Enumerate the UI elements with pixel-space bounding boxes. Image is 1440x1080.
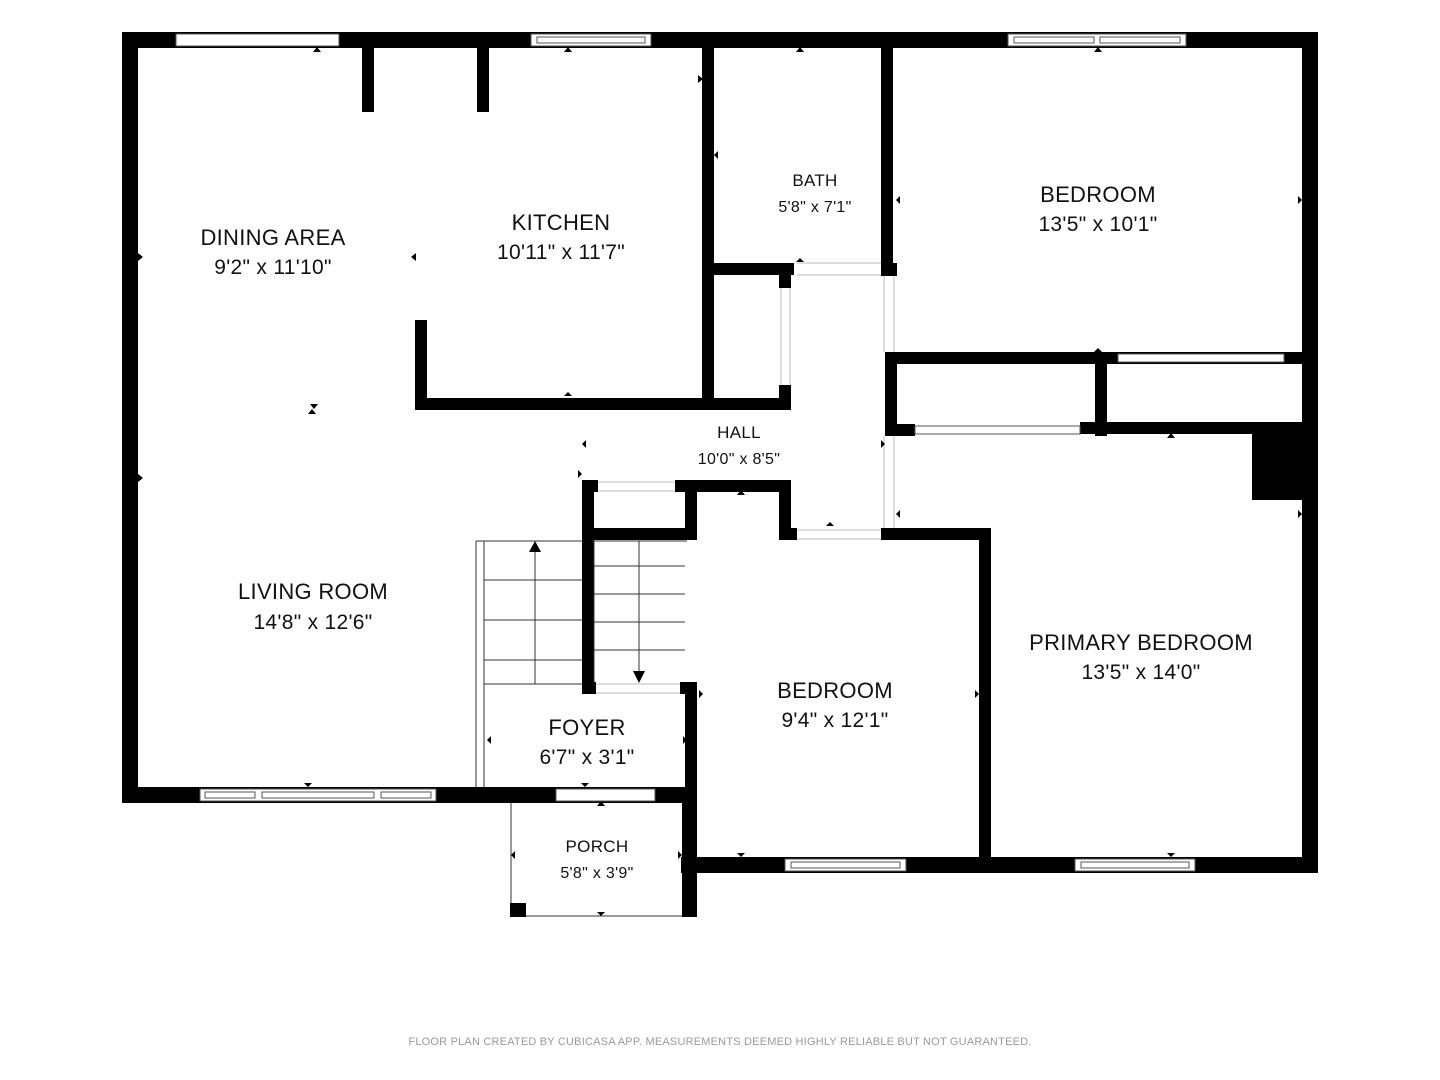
dining-area-name: DINING AREA	[200, 225, 345, 250]
room-label-bath: BATH 5'8" x 7'1"	[778, 171, 851, 216]
room-label-bedroom-1: BEDROOM 13'5" x 10'1"	[1038, 182, 1157, 236]
porch-outline	[510, 803, 682, 917]
foyer-dims: 6'7" x 3'1"	[539, 746, 634, 769]
stair-arrows	[529, 541, 645, 683]
measurement-ticks	[138, 47, 1302, 916]
bedroom-2-name: BEDROOM	[777, 678, 893, 703]
hall-name: HALL	[717, 423, 761, 442]
primary-bedroom-dims: 13'5" x 14'0"	[1081, 661, 1200, 684]
bath-dims: 5'8" x 7'1"	[778, 199, 851, 216]
bedroom-1-dims: 13'5" x 10'1"	[1038, 213, 1157, 236]
kitchen-name: KITCHEN	[512, 210, 611, 235]
room-label-living-room: LIVING ROOM 14'8" x 12'6"	[238, 579, 388, 634]
living-room-dims: 14'8" x 12'6"	[253, 611, 372, 634]
room-label-kitchen: KITCHEN 10'11" x 11'7"	[497, 210, 625, 264]
bedroom-1-name: BEDROOM	[1040, 182, 1156, 207]
room-label-foyer: FOYER 6'7" x 3'1"	[539, 715, 634, 769]
hall-dims: 10'0" x 8'5"	[698, 451, 780, 468]
door-openings	[596, 262, 895, 694]
room-label-dining-area: DINING AREA 9'2" x 11'10"	[200, 225, 345, 279]
foyer-name: FOYER	[548, 715, 625, 740]
staircase	[475, 540, 687, 787]
porch-dims: 5'8" x 3'9"	[560, 865, 633, 882]
room-label-bedroom-2: BEDROOM 9'4" x 12'1"	[777, 678, 893, 732]
bedroom-2-dims: 9'4" x 12'1"	[781, 709, 888, 732]
room-label-hall: HALL 10'0" x 8'5"	[698, 423, 780, 468]
kitchen-dims: 10'11" x 11'7"	[497, 241, 625, 264]
porch-name: PORCH	[566, 837, 629, 856]
dining-area-dims: 9'2" x 11'10"	[214, 256, 332, 279]
walls	[122, 32, 1318, 917]
disclaimer-footer: FLOOR PLAN CREATED BY CUBICASA APP. MEAS…	[408, 1036, 1032, 1048]
bath-name: BATH	[792, 171, 837, 190]
primary-bedroom-name: PRIMARY BEDROOM	[1029, 630, 1253, 655]
windows	[175, 33, 1285, 872]
room-label-primary-bedroom: PRIMARY BEDROOM 13'5" x 14'0"	[1029, 630, 1253, 684]
living-room-name: LIVING ROOM	[238, 579, 388, 604]
room-label-porch: PORCH 5'8" x 3'9"	[560, 837, 633, 882]
